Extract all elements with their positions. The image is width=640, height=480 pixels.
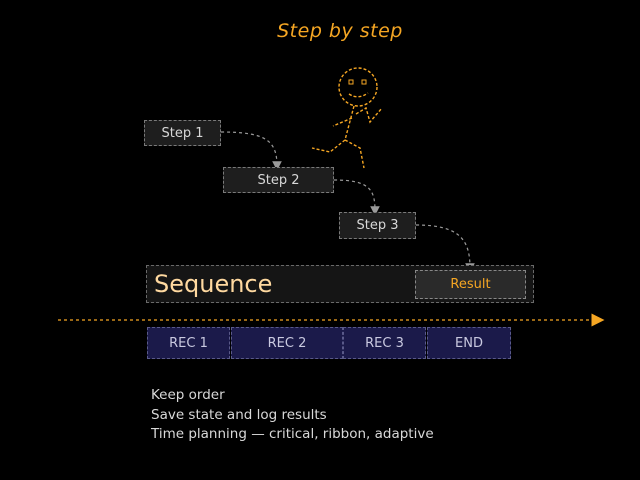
record-2: REC 2 [231, 327, 343, 359]
step-3-box: Step 3 [339, 212, 416, 239]
stick-figure-icon [311, 67, 383, 169]
diagram-title: Step by step [277, 20, 403, 42]
note-item: Time planning — critical, ribbon, adapti… [151, 426, 434, 442]
record-1: REC 1 [147, 327, 230, 359]
result-box: Result [415, 270, 526, 299]
connector-step3-result [415, 224, 475, 273]
record-3: REC 3 [343, 327, 426, 359]
note-item: Save state and log results [151, 406, 327, 423]
notes-list: Keep order Save state and log results Ti… [151, 386, 434, 445]
connector-step1-step2 [220, 131, 282, 171]
record-end: END [427, 327, 511, 359]
sequence-label: Sequence [154, 270, 273, 298]
connector-step2-step3 [333, 179, 380, 216]
step-2-box: Step 2 [223, 167, 334, 193]
note-item: Keep order [151, 387, 225, 403]
step-1-box: Step 1 [144, 120, 221, 146]
